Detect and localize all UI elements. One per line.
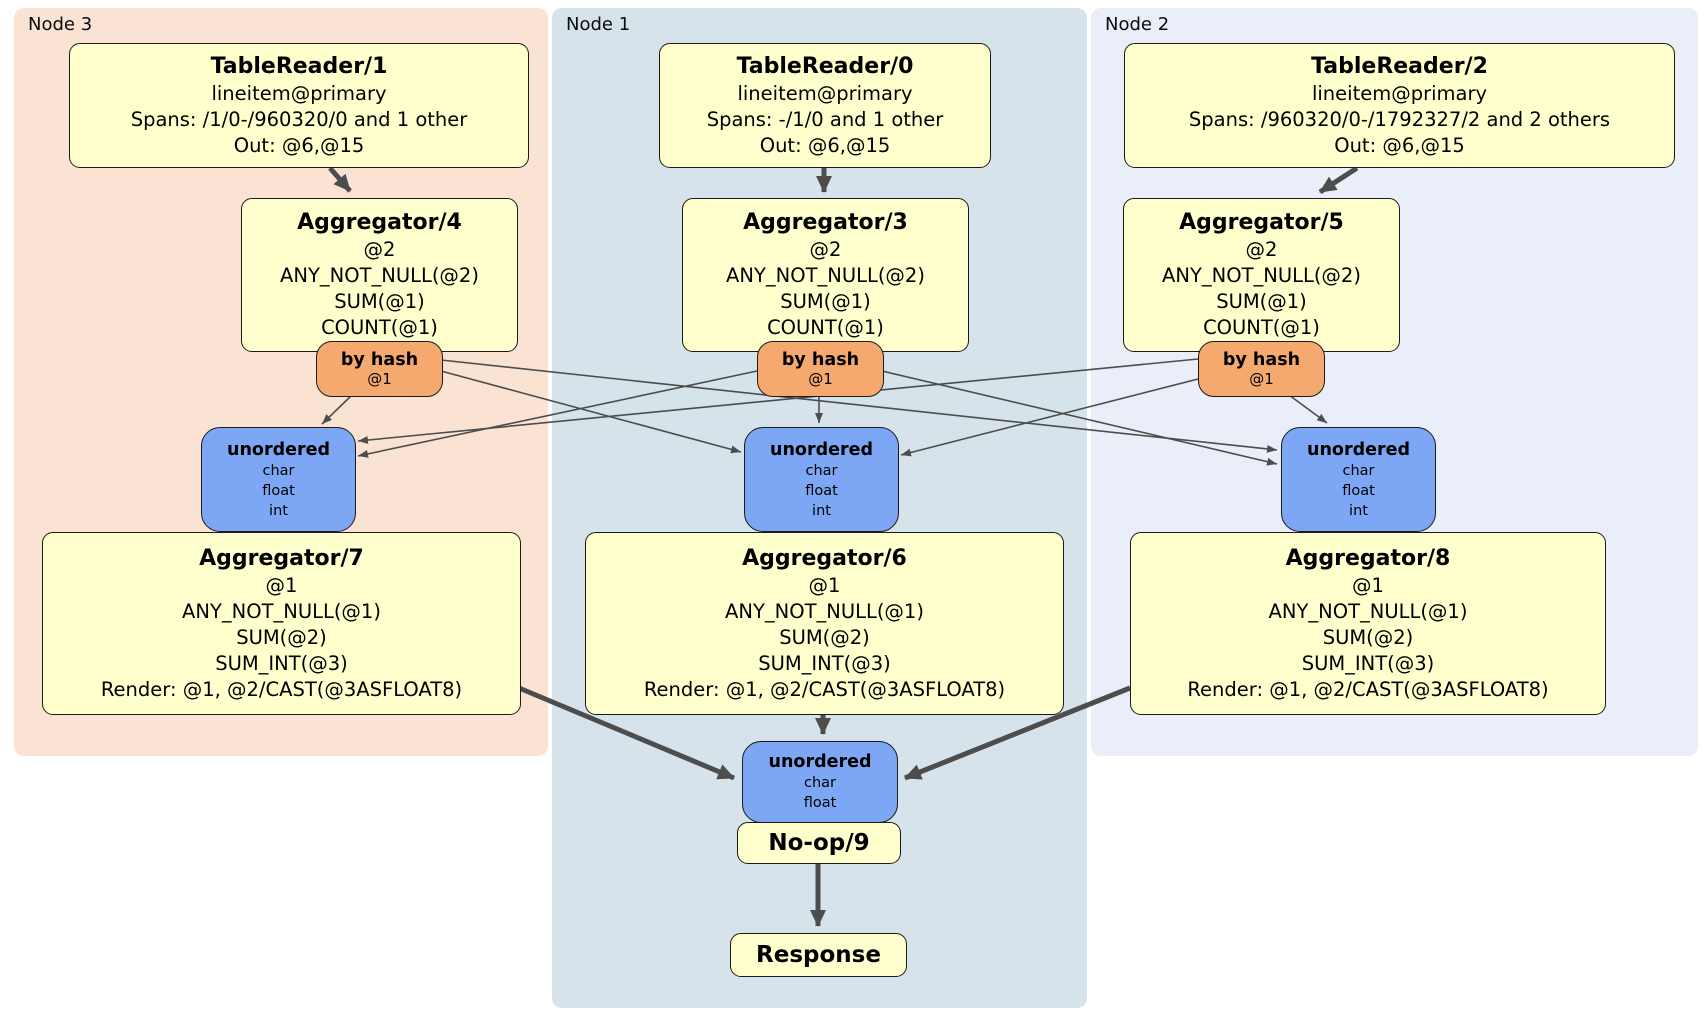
aggregator-5-fn1: ANY_NOT_NULL(@2) <box>1162 264 1361 287</box>
aggregator-4-fn2: SUM(@1) <box>334 290 425 313</box>
aggregator-4-group: @2 <box>363 238 396 261</box>
unordered-sync-final: unordered char float <box>742 741 898 823</box>
unordered-sync-node1-type-char: char <box>805 462 838 479</box>
aggregator-3-group: @2 <box>809 238 842 261</box>
aggregator-4-title: Aggregator/4 <box>297 210 462 235</box>
aggregator-6-group: @1 <box>808 573 841 597</box>
hash-router-node2-label: by hash <box>1222 350 1301 370</box>
tablereader-1-box: TableReader/1 lineitem@primary Spans: /1… <box>69 43 529 168</box>
hash-router-node3: by hash @1 <box>316 341 443 397</box>
unordered-sync-node1-type-int: int <box>812 502 831 519</box>
aggregator-3-fn3: COUNT(@1) <box>767 316 884 339</box>
aggregator-3-box: Aggregator/3 @2 ANY_NOT_NULL(@2) SUM(@1)… <box>682 198 969 352</box>
aggregator-4-fn1: ANY_NOT_NULL(@2) <box>280 264 479 287</box>
hash-router-node1-label: by hash <box>781 350 860 370</box>
hash-router-node3-label: by hash <box>340 350 419 370</box>
tablereader-2-box: TableReader/2 lineitem@primary Spans: /9… <box>1124 43 1675 168</box>
hash-router-node1: by hash @1 <box>757 341 884 397</box>
aggregator-5-group: @2 <box>1245 238 1278 261</box>
hash-router-node1-column: @1 <box>808 370 833 388</box>
unordered-sync-final-type-float: float <box>803 795 837 811</box>
aggregator-6-fn1: ANY_NOT_NULL(@1) <box>725 599 924 623</box>
tablereader-0-index: lineitem@primary <box>737 81 913 105</box>
tablereader-2-title: TableReader/2 <box>1311 53 1488 79</box>
unordered-sync-node3-label: unordered <box>227 439 330 460</box>
unordered-sync-node1-type-float: float <box>805 482 838 499</box>
aggregator-6-fn3: SUM_INT(@3) <box>758 651 891 675</box>
tablereader-0-out: Out: @6,@15 <box>759 133 891 157</box>
tablereader-1-title: TableReader/1 <box>210 53 388 79</box>
noop-9-box: No-op/9 <box>737 822 901 864</box>
aggregator-8-box: Aggregator/8 @1 ANY_NOT_NULL(@1) SUM(@2)… <box>1130 532 1606 715</box>
aggregator-8-render: Render: @1, @2/CAST(@3ASFLOAT8) <box>1187 677 1549 701</box>
aggregator-8-fn3: SUM_INT(@3) <box>1301 651 1435 675</box>
unordered-sync-node2: unordered char float int <box>1281 427 1436 532</box>
tablereader-1-index: lineitem@primary <box>211 81 387 105</box>
tablereader-2-index: lineitem@primary <box>1311 81 1488 105</box>
unordered-sync-node3: unordered char float int <box>201 427 356 532</box>
aggregator-8-group: @1 <box>1352 573 1384 597</box>
response-box: Response <box>730 933 907 977</box>
aggregator-5-fn3: COUNT(@1) <box>1203 316 1320 339</box>
aggregator-4-fn3: COUNT(@1) <box>321 316 438 339</box>
aggregator-4-box: Aggregator/4 @2 ANY_NOT_NULL(@2) SUM(@1)… <box>241 198 518 352</box>
aggregator-6-render: Render: @1, @2/CAST(@3ASFLOAT8) <box>643 677 1006 701</box>
node2-label: Node 2 <box>1105 14 1170 35</box>
aggregator-3-fn1: ANY_NOT_NULL(@2) <box>726 264 925 287</box>
aggregator-7-box: Aggregator/7 @1 ANY_NOT_NULL(@1) SUM(@2)… <box>42 532 521 715</box>
aggregator-8-fn2: SUM(@2) <box>1322 625 1414 649</box>
unordered-sync-node2-label: unordered <box>1307 439 1410 460</box>
unordered-sync-node2-type-float: float <box>1342 482 1375 499</box>
aggregator-7-render: Render: @1, @2/CAST(@3ASFLOAT8) <box>100 677 463 701</box>
aggregator-5-title: Aggregator/5 <box>1179 210 1344 235</box>
tablereader-0-box: TableReader/0 lineitem@primary Spans: -/… <box>659 43 991 168</box>
aggregator-7-group: @1 <box>265 573 298 597</box>
aggregator-3-title: Aggregator/3 <box>743 210 908 235</box>
aggregator-5-box: Aggregator/5 @2 ANY_NOT_NULL(@2) SUM(@1)… <box>1123 198 1400 352</box>
aggregator-6-box: Aggregator/6 @1 ANY_NOT_NULL(@1) SUM(@2)… <box>585 532 1064 715</box>
response-title: Response <box>756 942 881 968</box>
aggregator-3-fn2: SUM(@1) <box>780 290 871 313</box>
unordered-sync-final-label: unordered <box>768 752 872 772</box>
aggregator-6-fn2: SUM(@2) <box>779 625 870 649</box>
tablereader-1-out: Out: @6,@15 <box>233 133 365 157</box>
tablereader-0-title: TableReader/0 <box>736 53 914 79</box>
aggregator-5-fn2: SUM(@1) <box>1216 290 1307 313</box>
tablereader-0-spans: Spans: -/1/0 and 1 other <box>706 107 944 131</box>
noop-9-title: No-op/9 <box>768 830 870 856</box>
aggregator-7-fn1: ANY_NOT_NULL(@1) <box>182 599 381 623</box>
tablereader-2-out: Out: @6,@15 <box>1334 133 1465 157</box>
aggregator-8-title: Aggregator/8 <box>1285 545 1451 571</box>
unordered-sync-node1: unordered char float int <box>744 427 899 532</box>
tablereader-1-spans: Spans: /1/0-/960320/0 and 1 other <box>130 107 468 131</box>
unordered-sync-node2-type-char: char <box>1342 462 1375 479</box>
aggregator-6-title: Aggregator/6 <box>742 545 907 571</box>
unordered-sync-node3-type-char: char <box>262 462 295 479</box>
aggregator-7-fn2: SUM(@2) <box>236 625 327 649</box>
aggregator-7-fn3: SUM_INT(@3) <box>215 651 348 675</box>
hash-router-node2: by hash @1 <box>1198 341 1325 397</box>
unordered-sync-node3-type-float: float <box>262 482 295 499</box>
node1-label: Node 1 <box>566 14 631 35</box>
hash-router-node3-column: @1 <box>367 370 392 388</box>
unordered-sync-node3-type-int: int <box>269 502 288 519</box>
tablereader-2-spans: Spans: /960320/0-/1792327/2 and 2 others <box>1188 107 1611 131</box>
hash-router-node2-column: @1 <box>1249 370 1274 388</box>
unordered-sync-final-type-char: char <box>803 775 836 791</box>
unordered-sync-node1-label: unordered <box>770 439 873 460</box>
node3-label: Node 3 <box>28 14 93 35</box>
unordered-sync-node2-type-int: int <box>1349 502 1368 519</box>
aggregator-8-fn1: ANY_NOT_NULL(@1) <box>1268 599 1468 623</box>
aggregator-7-title: Aggregator/7 <box>199 545 364 571</box>
